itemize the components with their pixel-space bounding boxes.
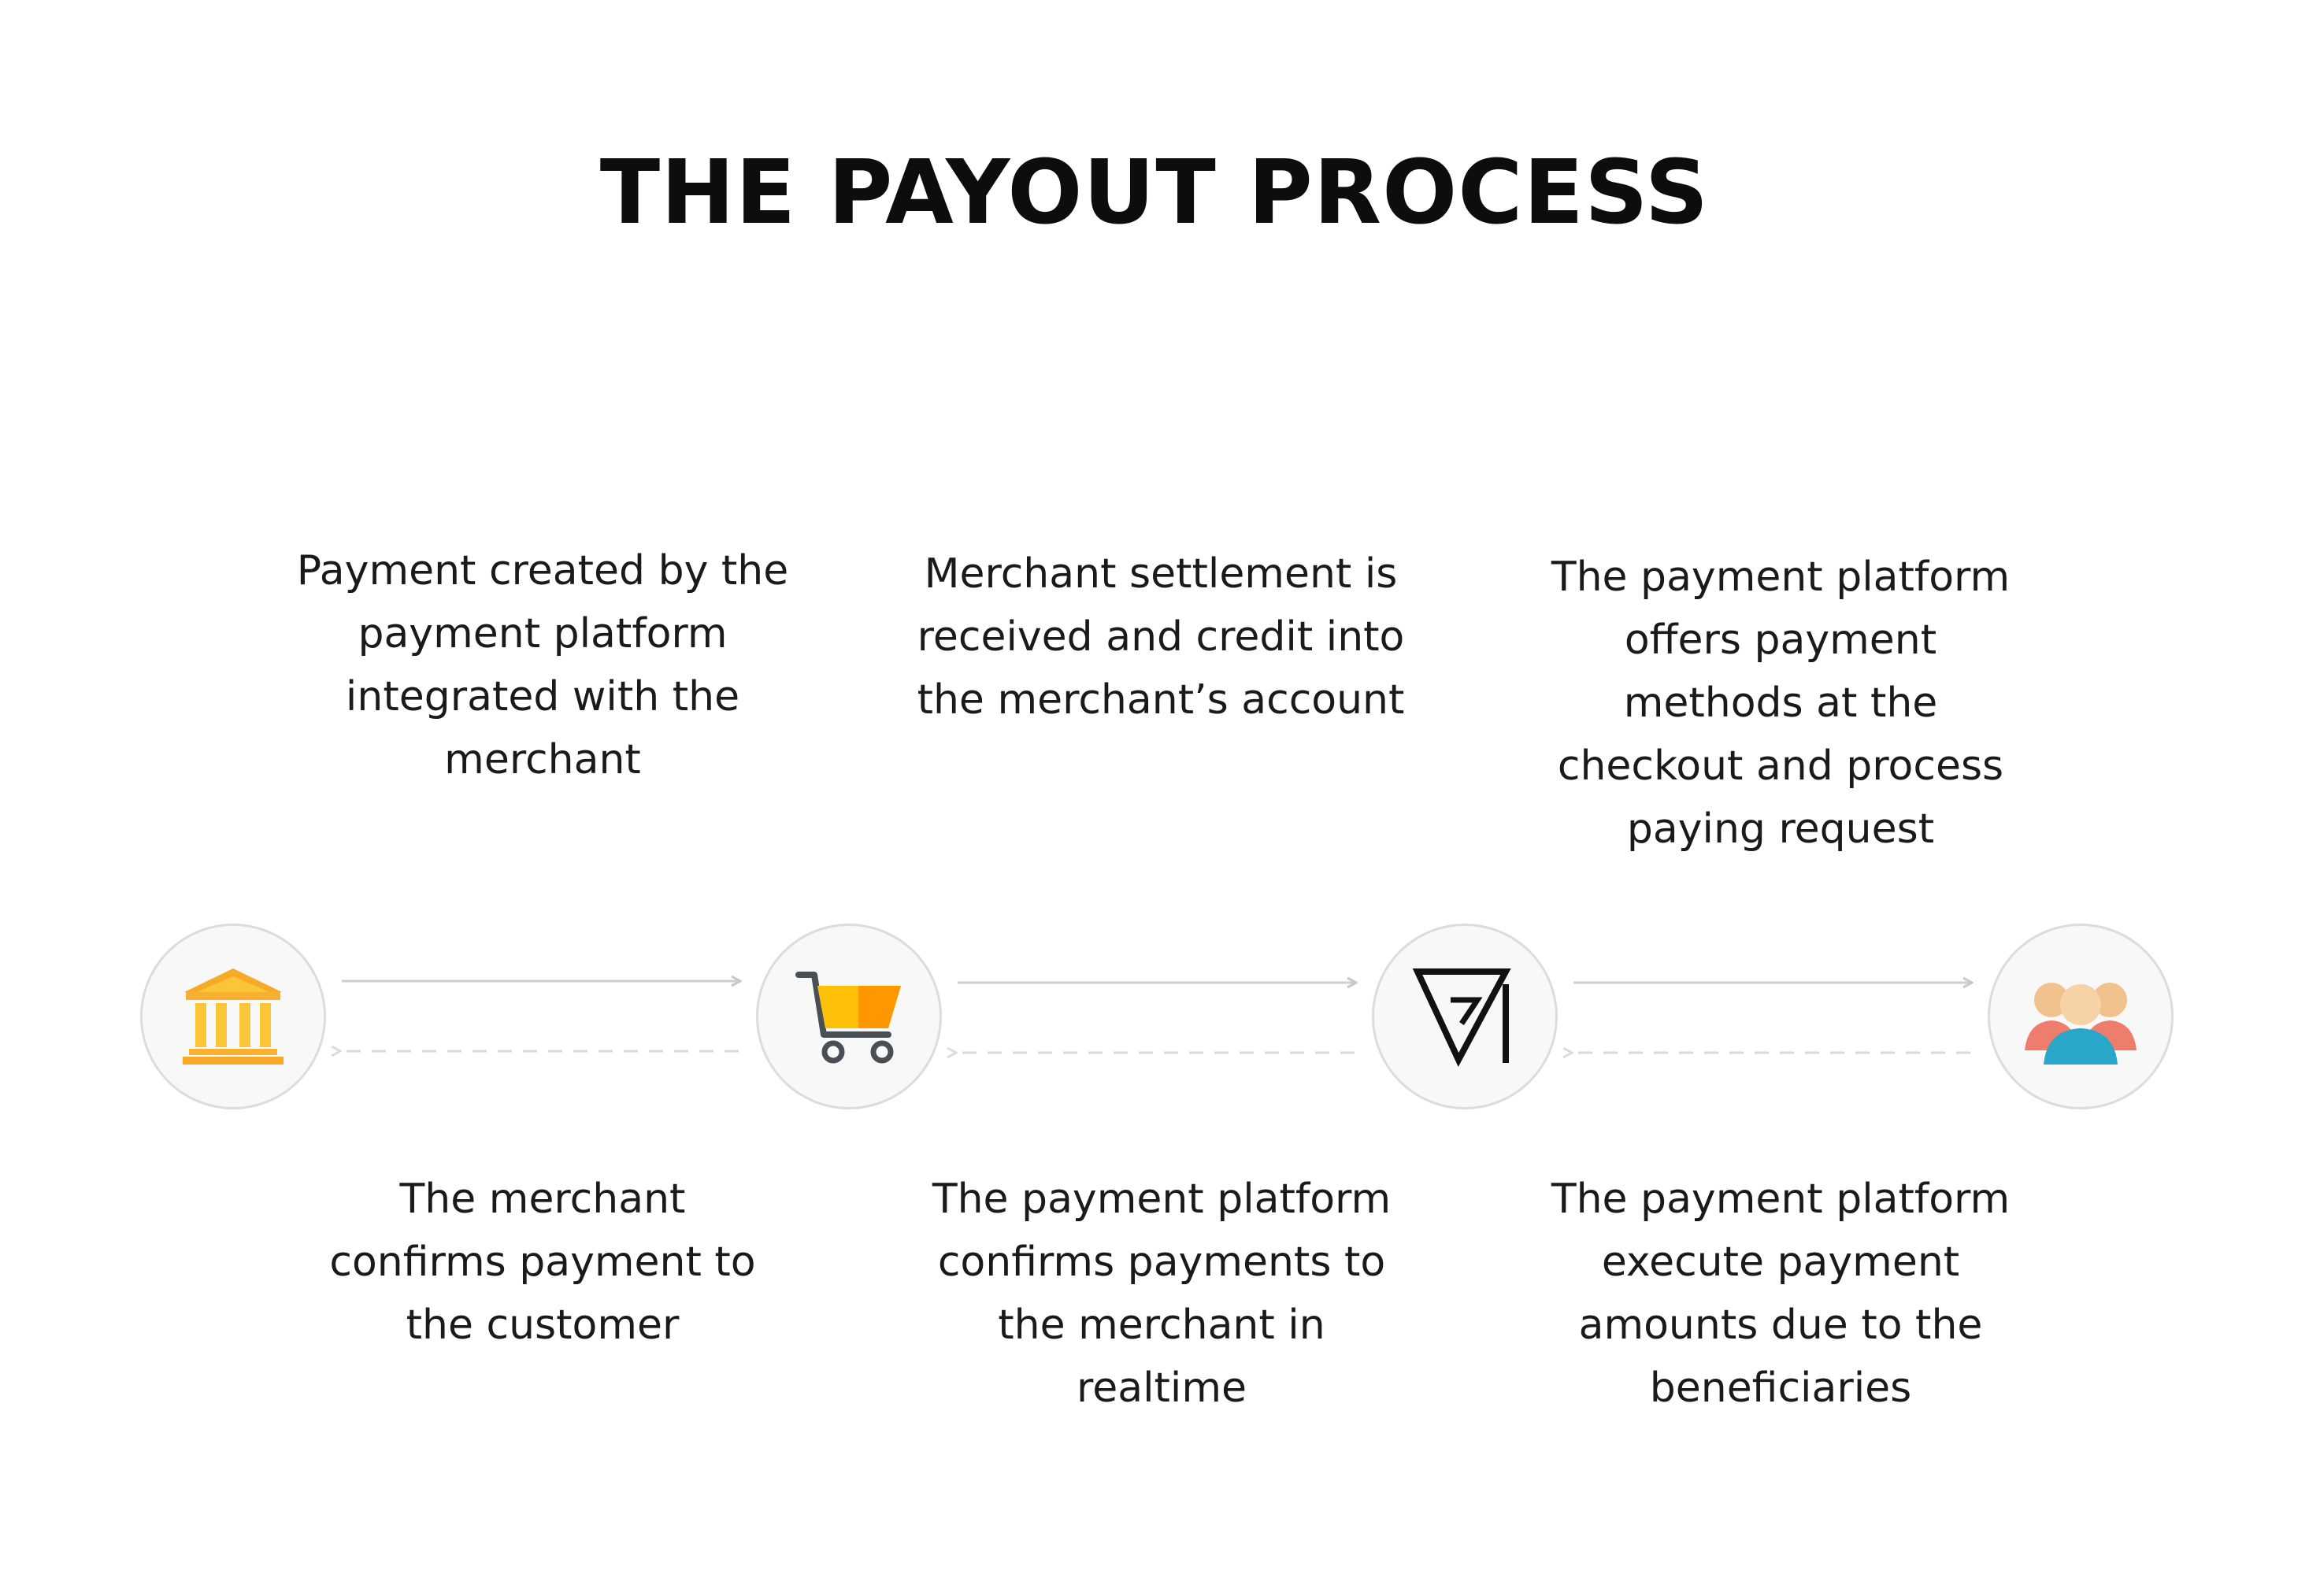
caption-top-2: Merchant settlement is received and cred… <box>917 550 1405 724</box>
page-title: THE PAYOUT PROCESS <box>599 142 1710 244</box>
caption-top-1: Payment created by the payment platform … <box>296 547 789 783</box>
node-cart <box>756 924 942 1109</box>
caption-top-3: The payment platform offers payment meth… <box>1551 554 2011 853</box>
bank-icon <box>183 968 284 1065</box>
payment-platform-logo-icon <box>1412 968 1511 1067</box>
shopping-cart-icon <box>795 972 901 1064</box>
node-bank <box>140 924 326 1109</box>
node-beneficiaries <box>1988 924 2174 1109</box>
caption-bottom-1: The merchant confirms payment to the cus… <box>329 1176 756 1349</box>
caption-bottom-2: The payment platform confirms payments t… <box>932 1176 1392 1412</box>
beneficiaries-group-icon <box>2025 983 2137 1065</box>
caption-bottom-3: The payment platform execute payment amo… <box>1551 1176 2011 1412</box>
node-platform <box>1372 924 1558 1109</box>
